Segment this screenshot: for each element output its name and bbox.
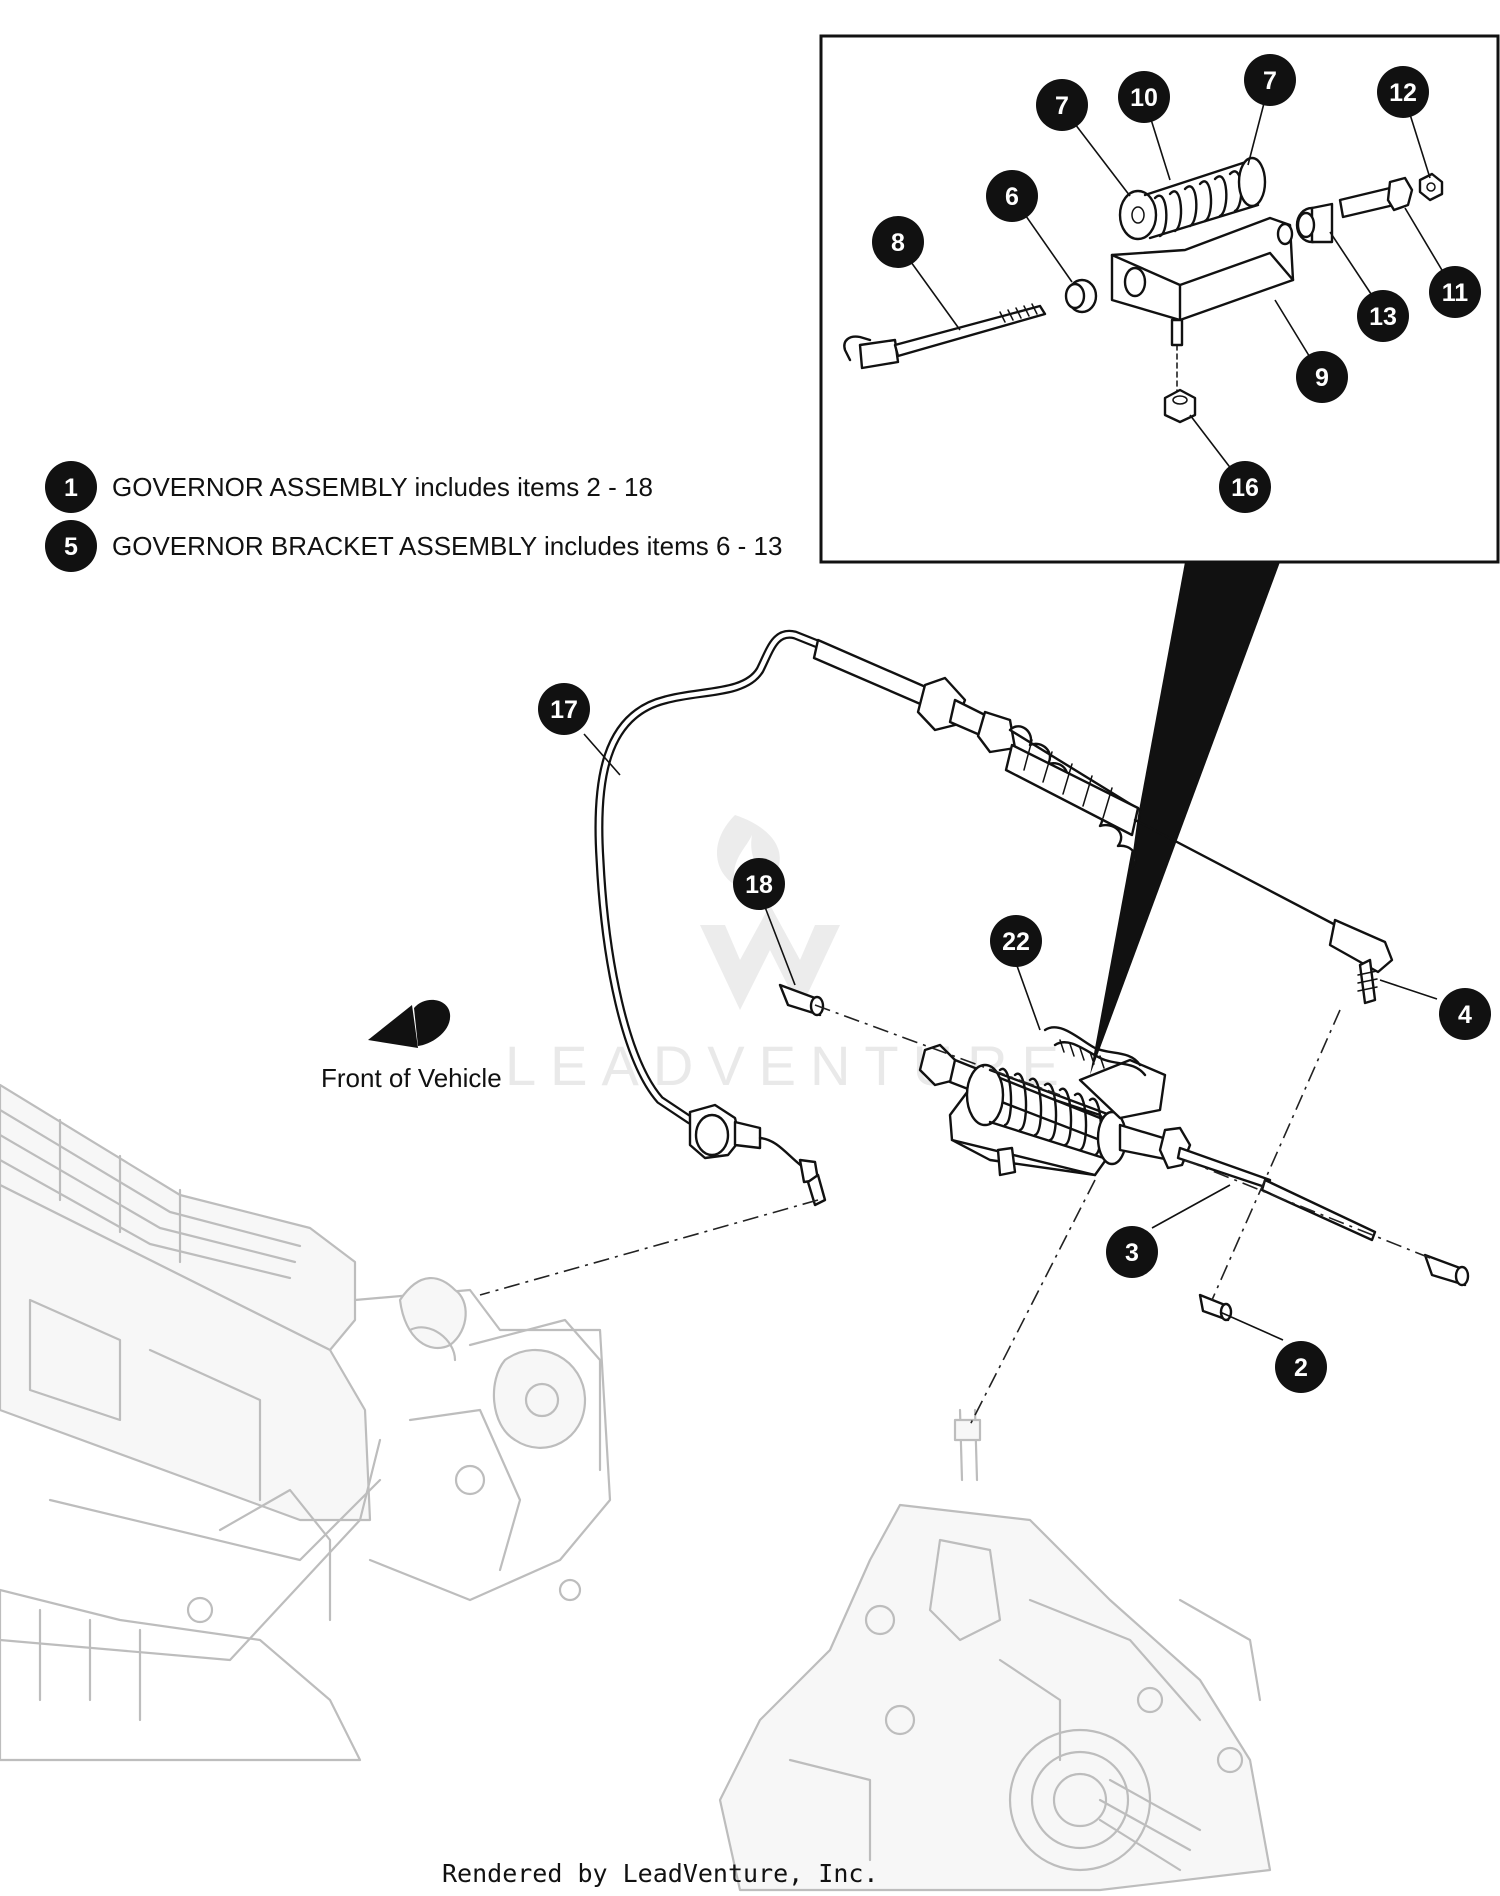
callout-18: 18 bbox=[733, 858, 785, 910]
svg-text:13: 13 bbox=[1369, 303, 1397, 331]
legend-number-1: 1 bbox=[64, 474, 78, 502]
svg-text:7: 7 bbox=[1055, 92, 1069, 120]
engine-background bbox=[0, 1083, 612, 1762]
rod-part bbox=[843, 303, 1047, 370]
callout-17: 17 bbox=[538, 683, 590, 735]
svg-text:4: 4 bbox=[1458, 1001, 1472, 1029]
callout-16: 16 bbox=[1219, 461, 1271, 513]
svg-text:9: 9 bbox=[1315, 364, 1329, 392]
callout-11: 11 bbox=[1429, 266, 1481, 318]
callout-3: 3 bbox=[1106, 1226, 1158, 1278]
watermark-logo-icon bbox=[700, 815, 840, 1010]
governor-assembly bbox=[918, 1026, 1377, 1242]
connector-parts bbox=[778, 983, 1470, 1322]
transaxle-background bbox=[718, 1408, 1272, 1892]
svg-text:12: 12 bbox=[1389, 79, 1417, 107]
front-of-vehicle-label: Front of Vehicle bbox=[321, 1063, 502, 1093]
bushing-part bbox=[1064, 278, 1098, 314]
svg-text:17: 17 bbox=[550, 696, 578, 724]
svg-text:6: 6 bbox=[1005, 183, 1019, 211]
legend-row-1: 1 GOVERNOR ASSEMBLY includes items 2 - 1… bbox=[45, 461, 653, 513]
locknut-part bbox=[1163, 344, 1197, 424]
callout-4: 4 bbox=[1439, 988, 1491, 1040]
callout-6: 6 bbox=[986, 170, 1038, 222]
inset-pointer bbox=[1090, 562, 1280, 1075]
callout-10: 10 bbox=[1118, 71, 1170, 123]
spring-part bbox=[1118, 156, 1267, 241]
nut-part bbox=[1418, 172, 1444, 202]
detail-inset bbox=[819, 34, 1500, 1075]
svg-text:10: 10 bbox=[1130, 84, 1158, 112]
svg-text:22: 22 bbox=[1002, 928, 1030, 956]
leader-lines bbox=[583, 733, 1438, 1341]
front-arrow-icon bbox=[368, 1005, 418, 1048]
legend-text-1: GOVERNOR ASSEMBLY includes items 2 - 18 bbox=[112, 472, 653, 502]
watermark: LEADVENTURE bbox=[505, 815, 1059, 1097]
legend-text-2: GOVERNOR BRACKET ASSEMBLY includes items… bbox=[112, 531, 782, 561]
legend-row-2: 5 GOVERNOR BRACKET ASSEMBLY includes ite… bbox=[45, 520, 782, 572]
bolt-part bbox=[1338, 176, 1414, 219]
callout-22: 22 bbox=[990, 915, 1042, 967]
legend: 1 GOVERNOR ASSEMBLY includes items 2 - 1… bbox=[45, 461, 782, 572]
legend-number-2: 5 bbox=[64, 533, 78, 561]
callout-8: 8 bbox=[872, 216, 924, 268]
footer-credit: Rendered by LeadVenture, Inc. bbox=[442, 1859, 879, 1888]
svg-text:3: 3 bbox=[1125, 1239, 1139, 1267]
svg-text:7: 7 bbox=[1263, 67, 1277, 95]
svg-text:8: 8 bbox=[891, 229, 905, 257]
front-of-vehicle: Front of Vehicle bbox=[321, 999, 502, 1093]
bracket-part bbox=[1110, 216, 1295, 347]
callout-7a: 7 bbox=[1036, 79, 1088, 131]
callout-9: 9 bbox=[1296, 351, 1348, 403]
svg-text:11: 11 bbox=[1442, 279, 1469, 307]
callout-12: 12 bbox=[1377, 66, 1429, 118]
callout-2: 2 bbox=[1275, 1341, 1327, 1393]
callout-13: 13 bbox=[1357, 290, 1409, 342]
throttle-cable bbox=[594, 629, 1394, 1207]
svg-text:16: 16 bbox=[1231, 474, 1259, 502]
callout-7b: 7 bbox=[1244, 54, 1296, 106]
svg-text:2: 2 bbox=[1294, 1354, 1308, 1382]
svg-text:18: 18 bbox=[745, 871, 773, 899]
assembly-lines bbox=[479, 1004, 1436, 1426]
spacer-part bbox=[1295, 202, 1334, 244]
